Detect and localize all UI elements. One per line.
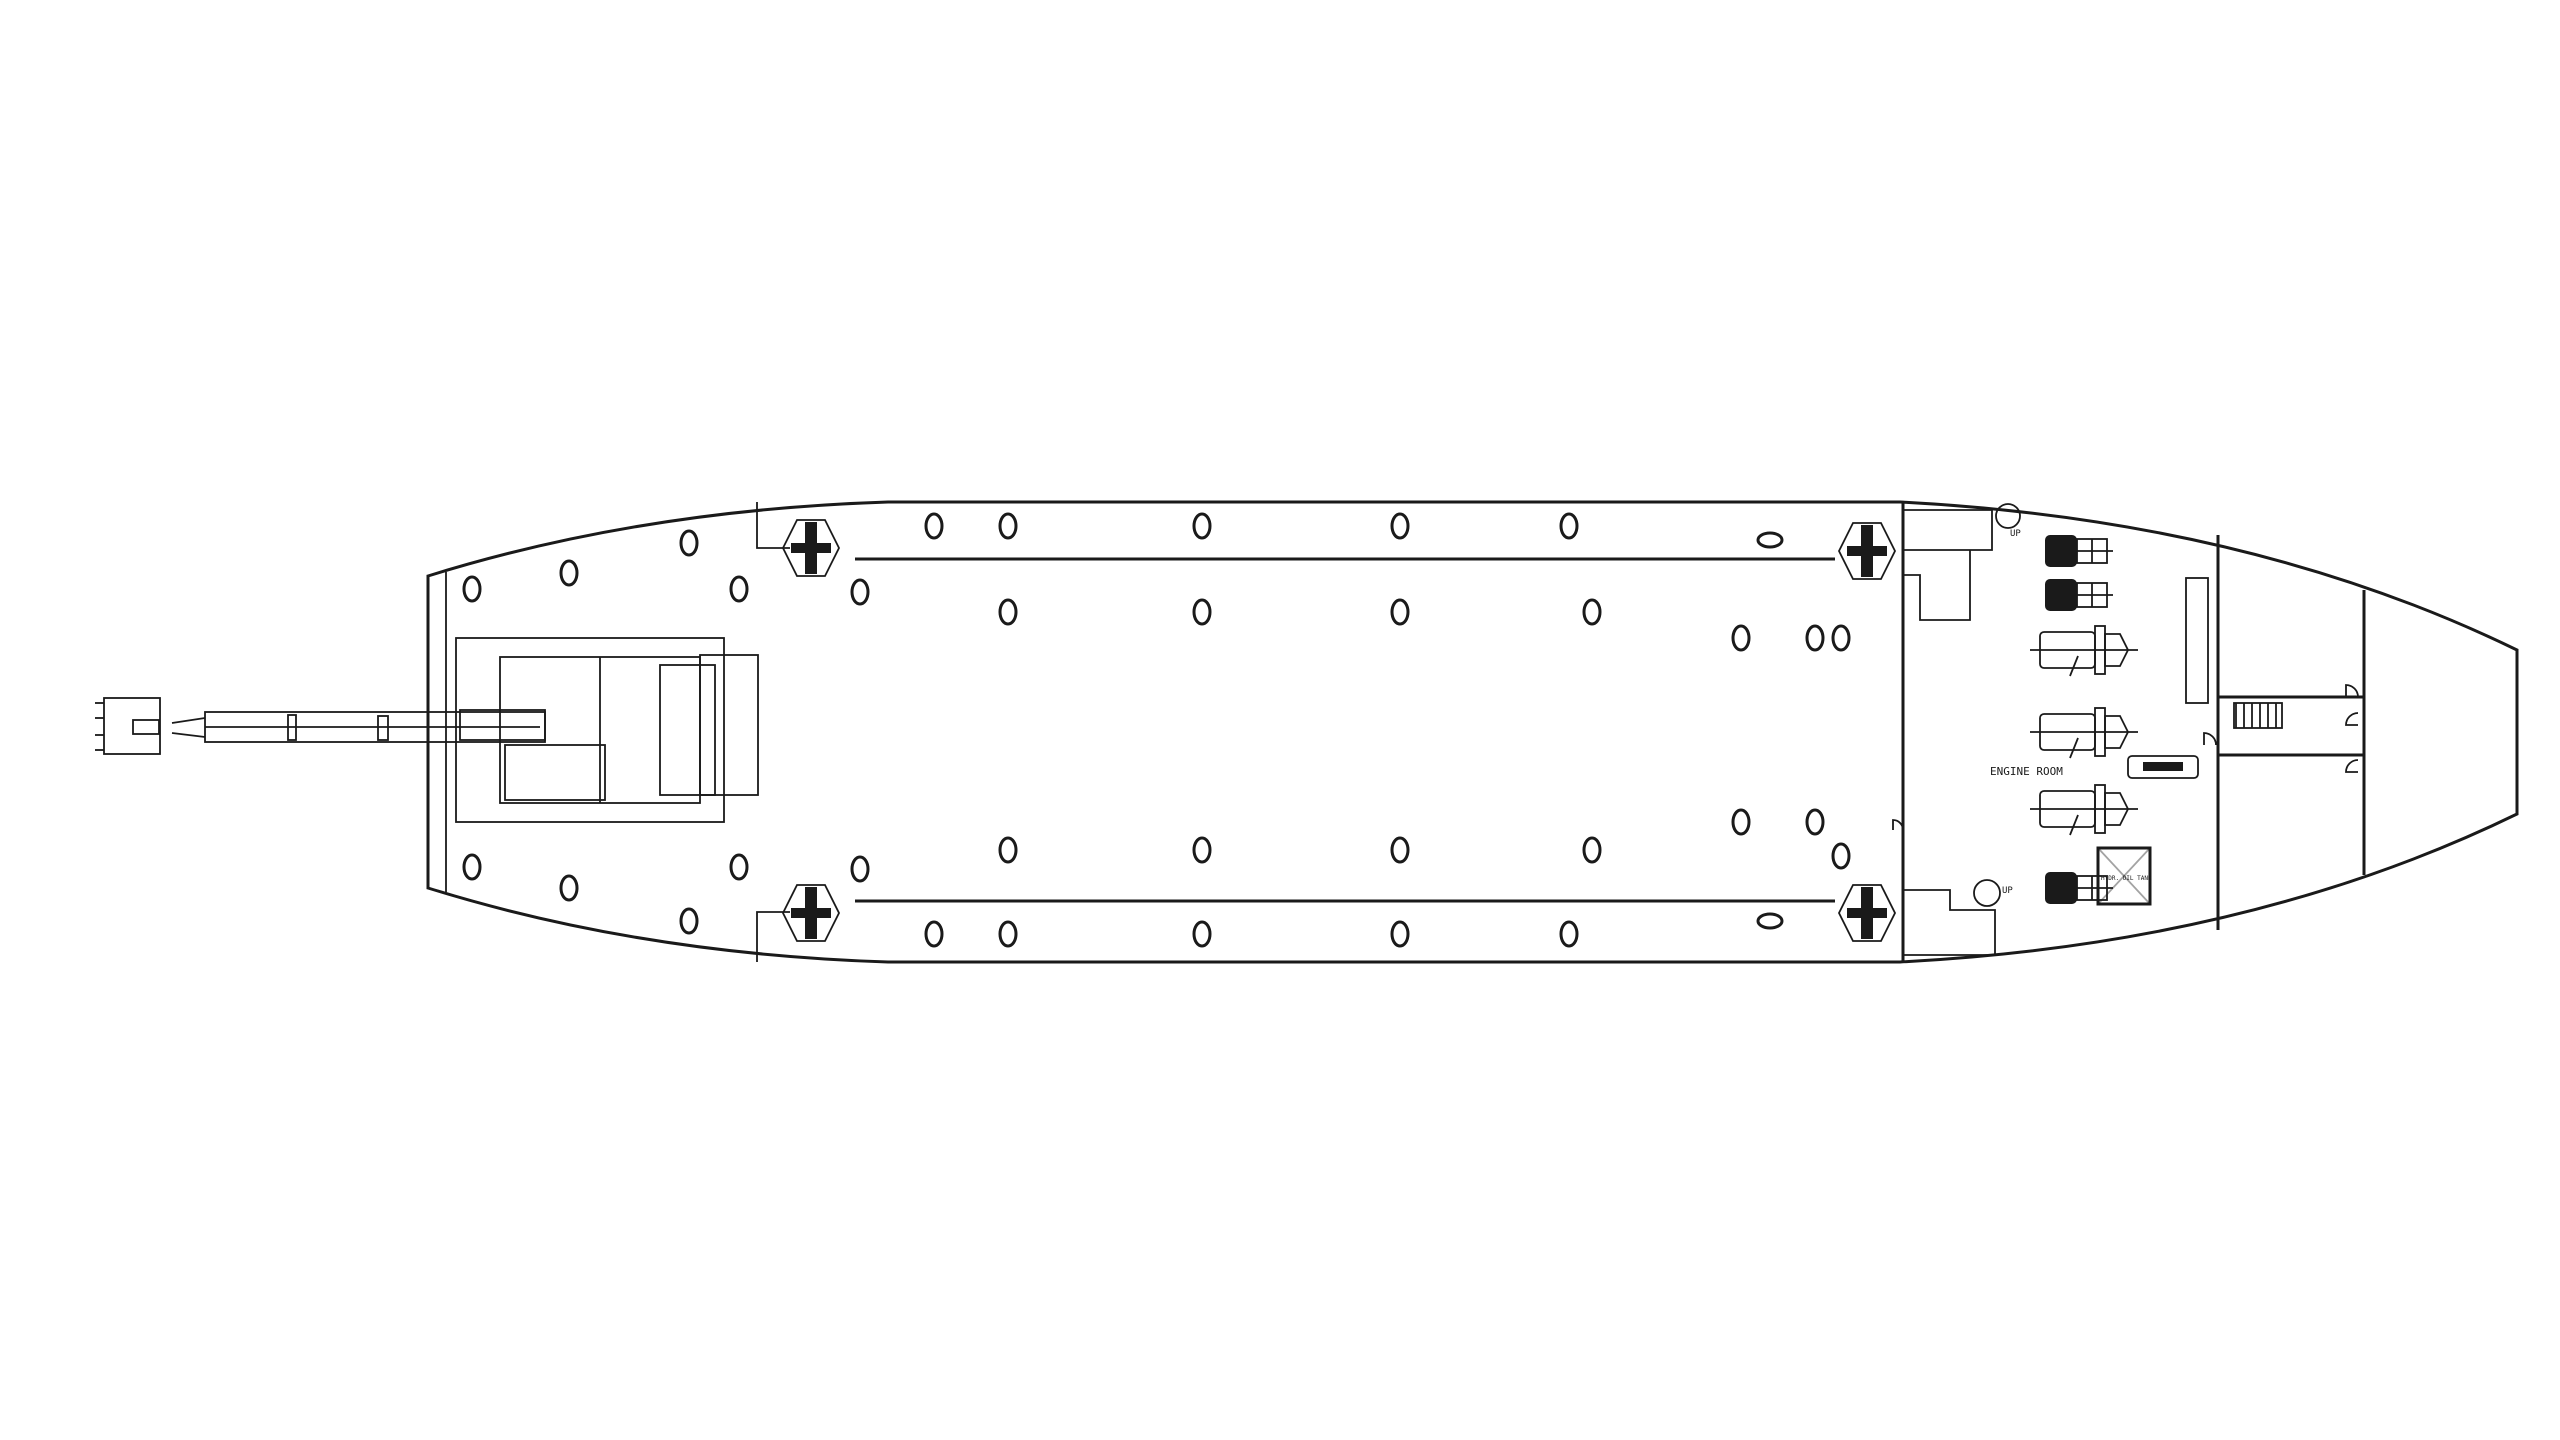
hull-outline (426, 500, 2519, 964)
ladder-up-top: UP (1995, 503, 2021, 539)
engine-room-label: ENGINE ROOM (1990, 765, 2063, 778)
bollard (1192, 598, 1212, 626)
bollard (1831, 624, 1851, 652)
cargo-deck-rails (756, 502, 1835, 962)
bollard (729, 575, 749, 603)
main-engine (2030, 707, 2138, 759)
bollard (462, 853, 482, 881)
switchboard (2185, 577, 2209, 704)
bollard (1731, 624, 1751, 652)
control-panel (2127, 755, 2199, 779)
ladder-up-bottom: UP (1973, 879, 2013, 907)
corridor (2218, 695, 2364, 757)
bollard (1731, 808, 1751, 836)
mooring-winch (781, 519, 841, 577)
bollard (924, 920, 944, 948)
bollard (679, 529, 699, 557)
generator (2045, 535, 2113, 567)
svg-text:UP: UP (2002, 886, 2013, 896)
mooring-winch (1837, 884, 1897, 942)
bollard (998, 512, 1018, 540)
bollard (1756, 531, 1784, 549)
excavator (95, 637, 759, 823)
bollard (1559, 920, 1579, 948)
mooring-winch (1837, 522, 1897, 580)
bollard (998, 598, 1018, 626)
bollard (998, 836, 1018, 864)
bollard (1831, 842, 1851, 870)
bollards (462, 512, 1851, 948)
bollard (1805, 808, 1825, 836)
bollard (1805, 624, 1825, 652)
main-engine (2030, 625, 2138, 677)
bollard (924, 512, 944, 540)
bollard (462, 575, 482, 603)
bollard (559, 559, 579, 587)
bollard (1192, 512, 1212, 540)
bollard (1390, 836, 1410, 864)
bollard (679, 907, 699, 935)
svg-text:UP: UP (2010, 529, 2021, 539)
stairs (2233, 702, 2283, 729)
hydraulic-oil-tank: HYDR. OIL TANK (2096, 846, 2152, 906)
bollard (1756, 912, 1784, 930)
bollard (1582, 836, 1602, 864)
excavator-bucket (103, 697, 161, 755)
bollard (1390, 920, 1410, 948)
bollard (1559, 512, 1579, 540)
bollard (1192, 836, 1212, 864)
bollard (559, 874, 579, 902)
bollard (1582, 598, 1602, 626)
bollard (998, 920, 1018, 948)
bollard (850, 855, 870, 883)
bollard (1390, 512, 1410, 540)
generator (2045, 872, 2113, 904)
mooring-winch (781, 884, 841, 942)
main-engine (2030, 784, 2138, 836)
bollard (729, 853, 749, 881)
bollard (1192, 920, 1212, 948)
engine-room-boxes (1903, 509, 1996, 956)
generator (2045, 579, 2113, 611)
svg-text:HYDR. OIL TANK: HYDR. OIL TANK (2101, 875, 2152, 882)
mooring-winches (781, 519, 1897, 942)
engines (2030, 535, 2138, 904)
doors (1892, 684, 2359, 831)
bollard (850, 578, 870, 606)
control-panel-fill (2143, 762, 2183, 771)
bollard (1390, 598, 1410, 626)
